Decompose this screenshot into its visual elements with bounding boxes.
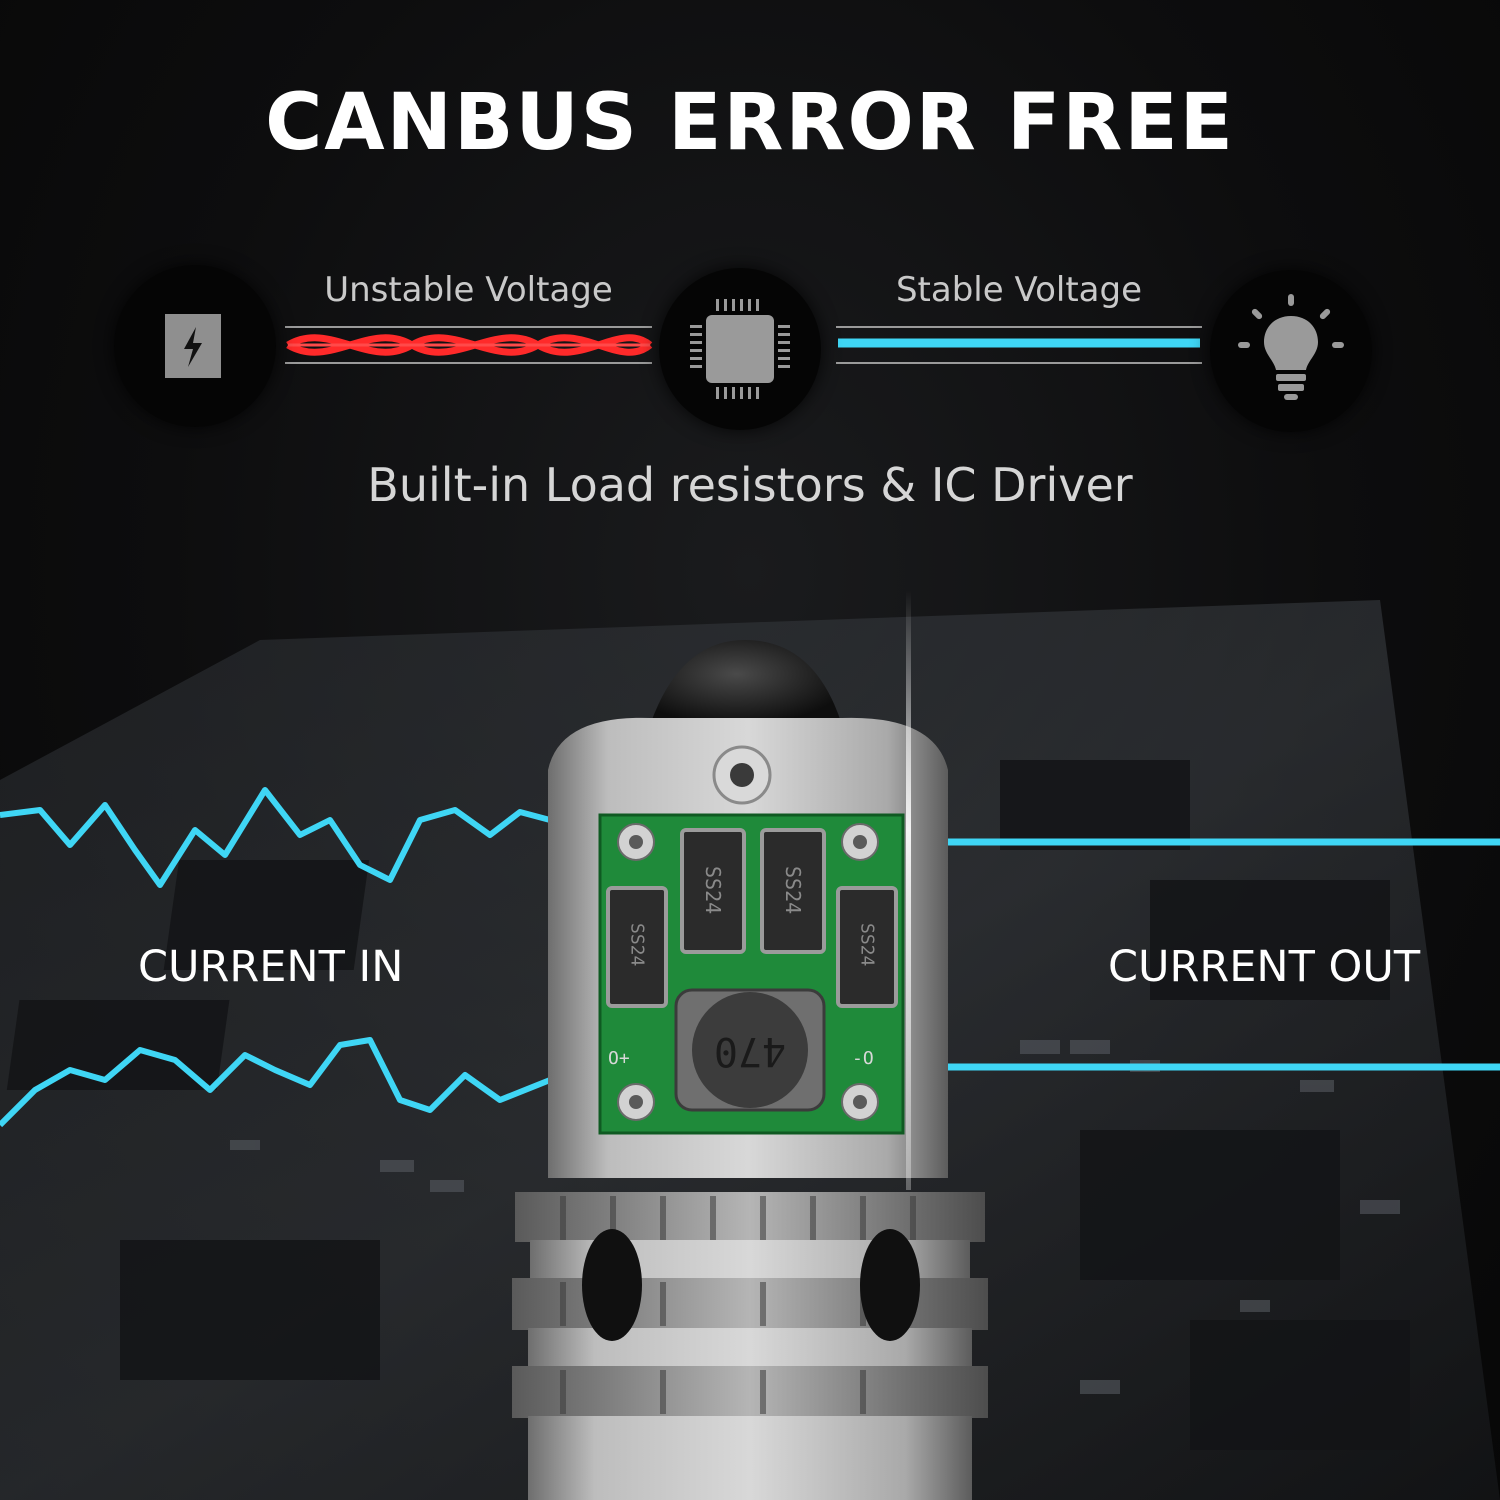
chip-node <box>659 268 821 430</box>
current-in-label: CURRENT IN <box>138 942 404 992</box>
diode-marking: SS24 <box>856 923 878 967</box>
pad-positive-label: O+ <box>608 1048 630 1069</box>
chip-icon <box>690 299 790 399</box>
diode-marking: SS24 <box>781 865 805 915</box>
inductor-marking: 470 <box>713 1028 787 1074</box>
stable-voltage-label: Stable Voltage <box>895 270 1143 310</box>
source-node <box>114 265 276 427</box>
unstable-voltage-label: Unstable Voltage <box>324 270 613 310</box>
current-out-label: CURRENT OUT <box>1108 942 1421 992</box>
light-bulb-icon <box>1238 294 1344 400</box>
feature-subtitle: Built-in Load resistors & IC Driver <box>367 458 1133 512</box>
battery-bolt-icon <box>165 314 221 378</box>
pad-negative-label: -O <box>852 1048 874 1069</box>
page-title: CANBUS ERROR FREE <box>265 78 1235 168</box>
diode-marking: SS24 <box>626 923 648 967</box>
output-node <box>1210 270 1372 432</box>
diode-marking: SS24 <box>701 865 725 915</box>
